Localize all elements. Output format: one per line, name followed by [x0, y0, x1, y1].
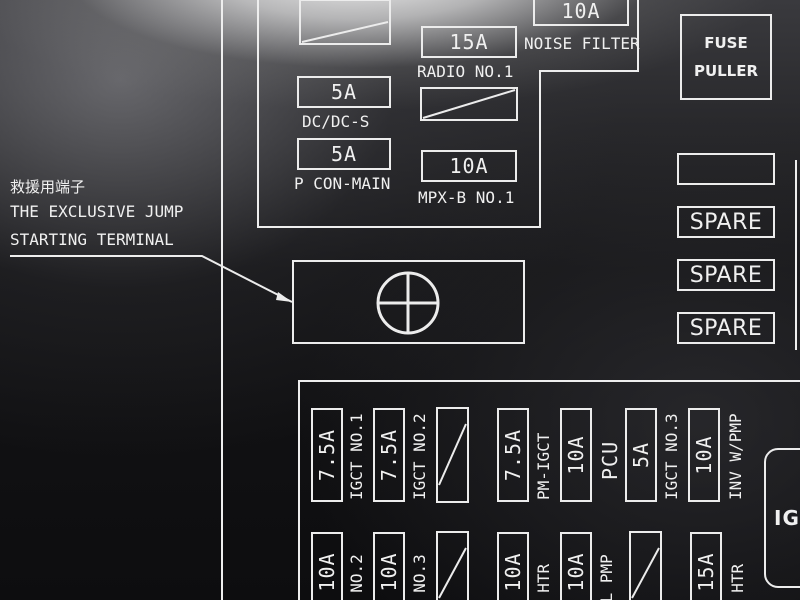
fuse-inv-wpmp-name: INV W/PMP [726, 413, 745, 500]
relay-ig-partial: IG [764, 448, 800, 588]
left-border-line [221, 0, 223, 600]
fuse-igct-no3-amp: 5A [629, 441, 653, 469]
jump-terminal-box [292, 260, 525, 344]
lower-block-left-line [298, 380, 300, 600]
right-edge-line [795, 160, 797, 350]
jump-terminal-underline [10, 255, 190, 257]
fuse-dcdc-s-amp: 5A [297, 76, 391, 108]
fuse-puller-box: FUSE PULLER [680, 14, 772, 100]
fuse-puller-line1: FUSE [704, 34, 748, 52]
fuse-puller-line2: PULLER [693, 62, 759, 80]
fuse-igct-no1-name: IGCT NO.1 [347, 413, 366, 500]
fuse-pcu-amp-box: 10A [560, 408, 592, 502]
jump-terminal-label-jp: 救援用端子 [10, 178, 86, 196]
fuse-radio-no1-name: RADIO NO.1 [417, 62, 514, 81]
jump-terminal-leader-arrow [190, 255, 293, 303]
fuse-row2-e-name: R HTR [728, 563, 747, 600]
fuse-igct-no2-amp-box: 7.5A [373, 408, 405, 502]
jump-terminal-label-line2: STARTING TERMINAL [10, 230, 174, 249]
fuse-p-con-main-name: P CON-MAIN [294, 174, 391, 193]
fuse-radio-no1-amp: 15A [421, 26, 517, 58]
fuse-mpx-b-no1-amp: 10A [421, 150, 517, 182]
fuse-row2-e-amp-box: 15A [690, 532, 722, 600]
fuse-igct-no1-amp: 7.5A [315, 428, 339, 482]
fuse-igct-no2-name: IGCT NO.2 [410, 413, 429, 500]
fuse-igct-no3-amp-box: 5A [625, 408, 657, 502]
fuse-mpx-b-no1-name: MPX-B NO.1 [418, 188, 515, 207]
lower-block-top-line [300, 380, 800, 382]
spare-slot-3: SPARE [677, 312, 775, 344]
fuse-igct-no3-name: IGCT NO.3 [662, 413, 681, 500]
fuse-row2-d-amp-box: 10A [560, 532, 592, 600]
fuse-igct-no1-amp-box: 7.5A [311, 408, 343, 502]
upper-block-right-line [539, 70, 541, 228]
fuse-row2-d-name: EL PMP [597, 554, 616, 600]
fuse-noise-filter-name: NOISE FILTER [524, 34, 640, 53]
fuse-row2-c-name: F HTR [534, 563, 553, 600]
fuse-pm-igct-amp: 7.5A [501, 428, 525, 482]
fuse-row2-c-amp: 10A [501, 552, 525, 592]
fuse-igct-no2-amp: 7.5A [377, 428, 401, 482]
arrow-head [276, 292, 292, 302]
fuse-row2-d-amp: 10A [564, 552, 588, 592]
fuse-row2-b-amp: 10A [377, 552, 401, 592]
spare-slot-1: SPARE [677, 206, 775, 238]
fuse-row2-b-name: I NO.3 [410, 554, 429, 600]
fuse-row2-e-amp: 15A [694, 552, 718, 592]
fuse-pcu-name: PCU [598, 440, 622, 480]
upper-block-left-line [257, 0, 259, 228]
upper-block-right-top-line [637, 0, 639, 72]
fuse-p-con-main-amp: 5A [297, 138, 391, 170]
upper-block-step-line [539, 70, 639, 72]
fuse-noise-filter-amp: 10A [533, 0, 629, 26]
relay-ig-label: IG [774, 506, 800, 530]
fuse-inv-wpmp-amp-box: 10A [688, 408, 720, 502]
spare-slot-2: SPARE [677, 259, 775, 291]
empty-slot-box [677, 153, 775, 185]
jump-terminal-label-line1: THE EXCLUSIVE JUMP [10, 202, 184, 221]
fuse-row2-a-amp: 10A [315, 552, 339, 592]
fuse-row2-b-amp-box: 10A [373, 532, 405, 600]
fuse-pm-igct-name: PM-IGCT [534, 432, 553, 500]
fuse-pcu-amp: 10A [564, 435, 588, 475]
fuse-inv-wpmp-amp: 10A [692, 435, 716, 475]
fuse-dcdc-s-name: DC/DC-S [302, 112, 370, 131]
fuse-pm-igct-amp-box: 7.5A [497, 408, 529, 502]
upper-block-bottom-line [257, 226, 541, 228]
fuse-row2-a-amp-box: 10A [311, 532, 343, 600]
fuse-row2-c-amp-box: 10A [497, 532, 529, 600]
fuse-row2-a-name: I NO.2 [347, 554, 366, 600]
